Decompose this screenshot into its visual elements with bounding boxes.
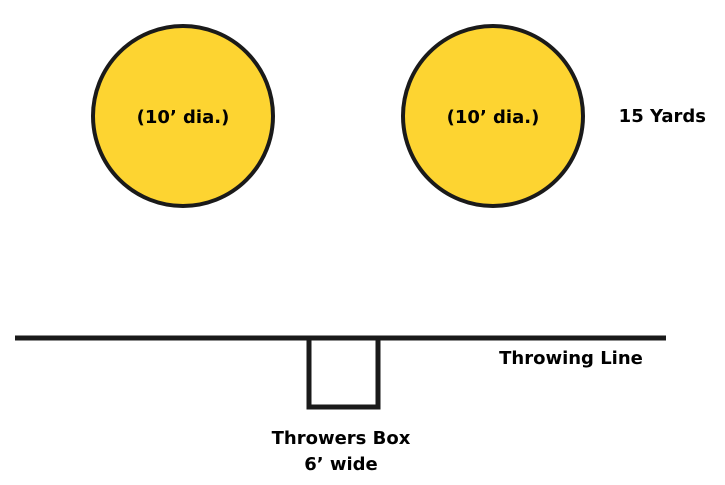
distance-label: 15 Yards [619, 106, 706, 127]
throwers-box-label: Throwers Box [272, 428, 411, 449]
target-left-label: (10’ dia.) [137, 107, 230, 128]
target-circle-right [401, 24, 585, 208]
target-circle-left [91, 24, 275, 208]
target-right-label: (10’ dia.) [447, 107, 540, 128]
throwers-box-width-label: 6’ wide [304, 454, 378, 475]
throwing-line-label: Throwing Line [499, 348, 643, 369]
throwers-box [306, 335, 381, 410]
